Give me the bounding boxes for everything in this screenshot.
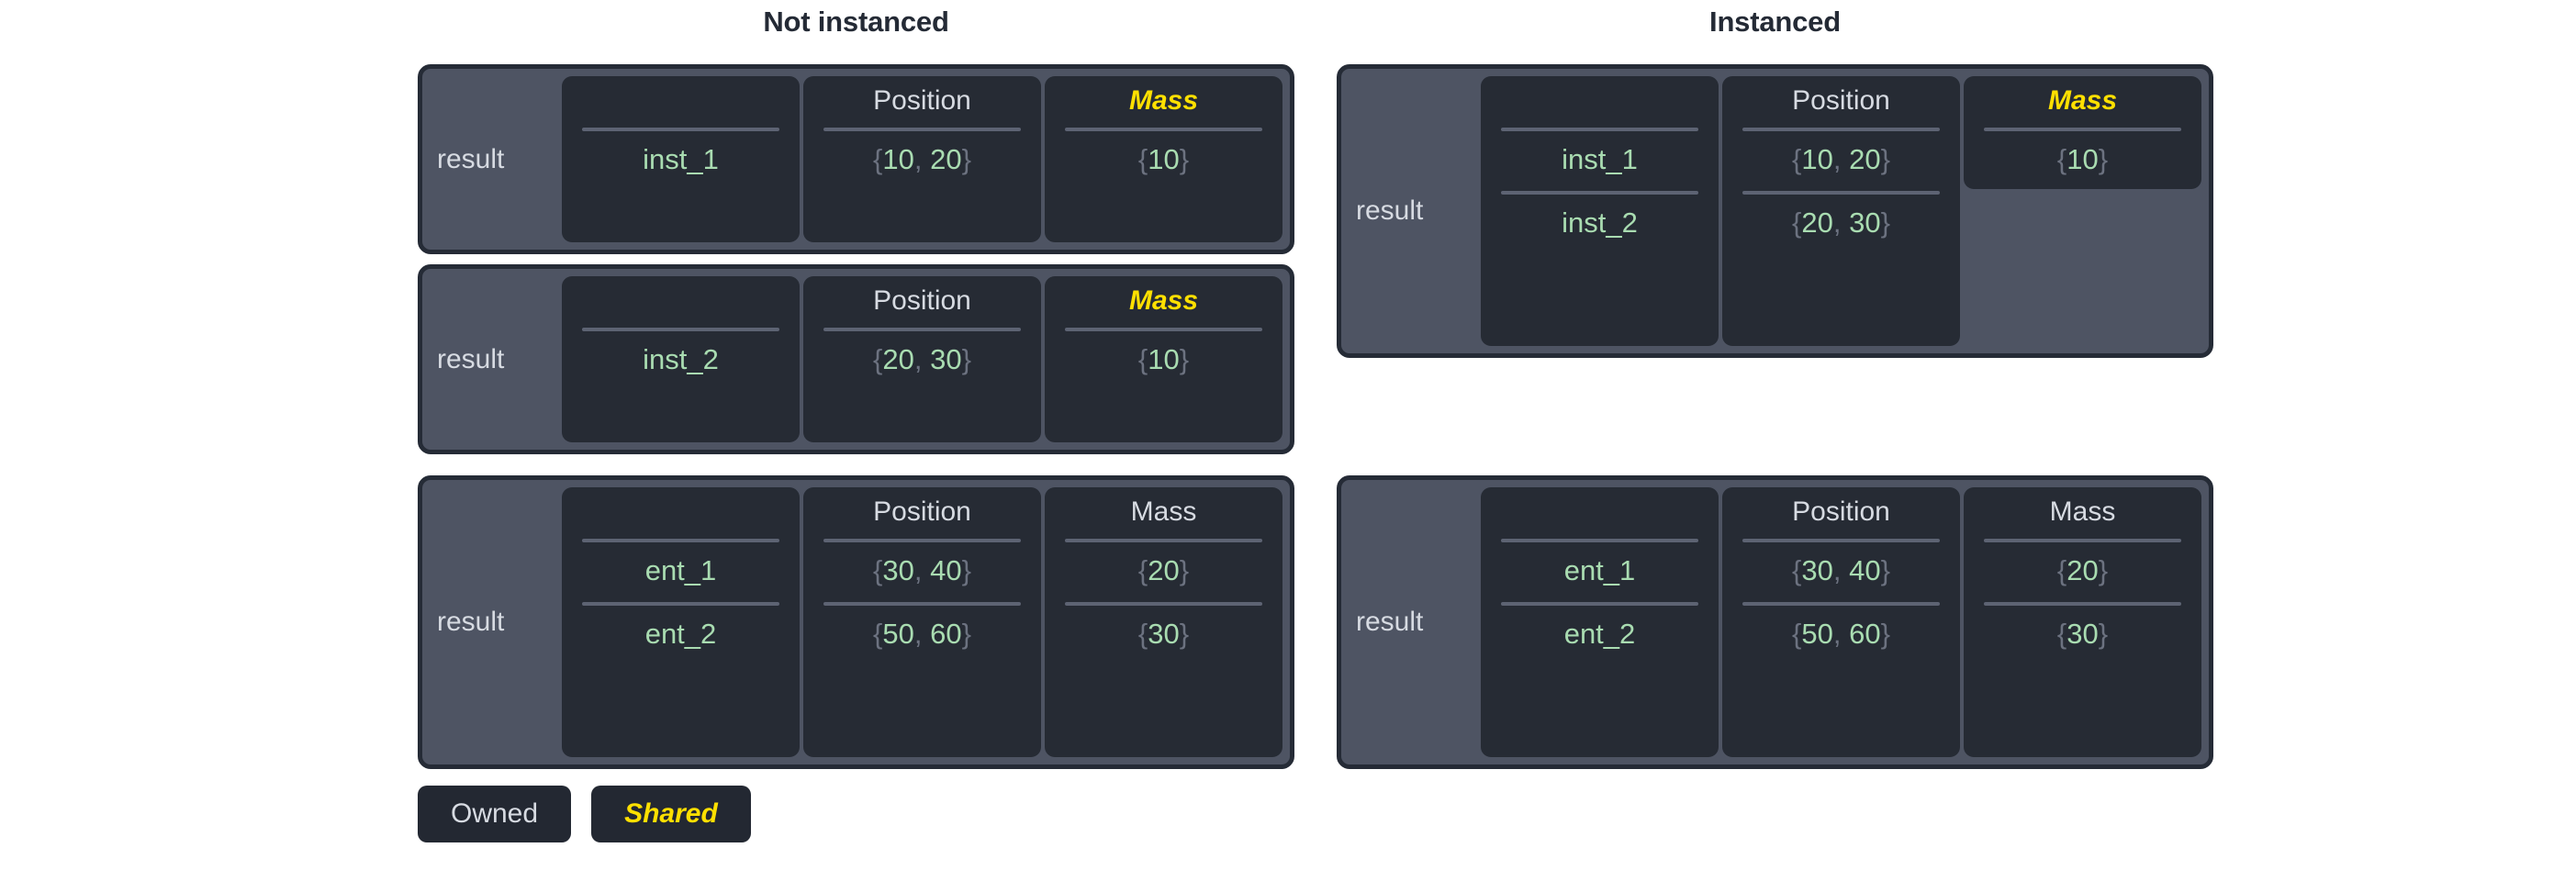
table-cell: inst_2 xyxy=(1562,206,1638,240)
divider xyxy=(1065,602,1262,607)
table-cell: {20} xyxy=(1137,554,1190,586)
divider xyxy=(1742,539,1940,542)
column-group: inst_1 Position {10, 20} Mass {10} xyxy=(562,76,1282,242)
divider xyxy=(1742,191,1940,195)
column-identifier: ent_1 ent_2 xyxy=(1481,487,1719,757)
column-header xyxy=(1481,493,1719,531)
divider xyxy=(582,128,779,131)
legend-chip-owned: Owned xyxy=(418,786,572,842)
divider xyxy=(1065,328,1262,331)
table-cell: {30, 40} xyxy=(873,554,971,586)
column-header: Mass xyxy=(1128,285,1199,316)
column-position: Position {10, 20} {20, 30} xyxy=(1722,76,1960,346)
divider xyxy=(1984,602,2181,607)
column-header: Position xyxy=(873,496,971,527)
table-cell: ent_2 xyxy=(644,618,717,651)
divider xyxy=(1742,602,1940,607)
table-cell: {10} xyxy=(1137,343,1190,375)
divider xyxy=(1742,128,1940,131)
column-group: ent_1 ent_2 Position {30, 40} {50, 60} Mass {2… xyxy=(1481,487,2201,757)
column-group: inst_1 inst_2 Position {10, 20} {20, 30} Mass… xyxy=(1481,76,2201,346)
table-cell: ent_2 xyxy=(1563,618,1636,651)
column-mass: Mass {20} {30} xyxy=(1045,487,1282,757)
column-header xyxy=(562,82,800,120)
column-group: inst_2 Position {20, 30} Mass {10} xyxy=(562,276,1282,442)
table-cell: {20, 30} xyxy=(873,343,971,375)
divider xyxy=(1501,191,1698,195)
divider xyxy=(823,328,1021,331)
table-cell: inst_2 xyxy=(643,343,719,375)
column-position: Position {10, 20} xyxy=(803,76,1041,242)
column-header: Mass xyxy=(2047,85,2118,116)
divider xyxy=(823,539,1021,542)
panel: result ent_1 ent_2 Position {30, 40} {50, 60… xyxy=(418,475,1294,769)
table-cell: {30} xyxy=(2056,618,2109,651)
divider xyxy=(582,539,779,542)
column-header: Mass xyxy=(1128,85,1199,116)
column-header: Position xyxy=(1792,85,1890,116)
column-group: ent_1 ent_2 Position {30, 40} {50, 60} Mass {2… xyxy=(562,487,1282,757)
table-cell: {10, 20} xyxy=(1792,143,1890,175)
legend: Owned Shared xyxy=(418,786,751,842)
legend-chip-shared: Shared xyxy=(591,786,751,842)
divider xyxy=(823,602,1021,607)
table-cell: {20, 30} xyxy=(1792,206,1890,240)
divider xyxy=(1984,539,2181,542)
column-position: Position {30, 40} {50, 60} xyxy=(1722,487,1960,757)
table-cell: {30, 40} xyxy=(1792,554,1890,586)
divider xyxy=(1065,539,1262,542)
column-header xyxy=(562,493,800,531)
panel: result inst_1 Position {10, 20} Mass {10} xyxy=(418,64,1294,254)
table-cell: ent_1 xyxy=(644,554,717,586)
table-cell: ent_1 xyxy=(1563,554,1636,586)
divider xyxy=(1501,602,1698,607)
column-header: Position xyxy=(873,285,971,316)
panel-owner-label: result xyxy=(437,343,505,374)
divider xyxy=(1065,128,1262,131)
heading-not-instanced: Not instanced xyxy=(763,6,949,38)
column-mass: Mass {10} xyxy=(1045,76,1282,242)
panel-owner-label: result xyxy=(437,607,505,637)
table-cell: inst_1 xyxy=(1562,143,1638,175)
column-identifier: inst_1 xyxy=(562,76,800,242)
divider xyxy=(1501,128,1698,131)
column-position: Position {20, 30} xyxy=(803,276,1041,442)
column-identifier: ent_1 ent_2 xyxy=(562,487,800,757)
divider xyxy=(582,602,779,607)
panel-owner-label: result xyxy=(437,143,505,174)
panel: result inst_2 Position {20, 30} Mass {10} xyxy=(418,264,1294,454)
column-identifier: inst_2 xyxy=(562,276,800,442)
divider xyxy=(582,328,779,331)
heading-instanced: Instanced xyxy=(1709,6,1841,38)
column-header: Mass xyxy=(1130,496,1197,527)
column-header xyxy=(1481,82,1719,120)
column-header: Mass xyxy=(2049,496,2116,527)
column-header: Position xyxy=(873,85,971,116)
column-mass: Mass {20} {30} xyxy=(1964,487,2201,757)
table-cell: inst_1 xyxy=(643,143,719,175)
table-cell: {30} xyxy=(1137,618,1190,651)
table-cell: {50, 60} xyxy=(873,618,971,651)
table-cell: {10} xyxy=(2056,143,2109,175)
table-cell: {10} xyxy=(1137,143,1190,175)
panel-owner-label: result xyxy=(1356,195,1424,226)
column-mass: Mass {10} xyxy=(1964,76,2201,190)
panel-owner-label: result xyxy=(1356,607,1424,637)
divider xyxy=(823,128,1021,131)
divider xyxy=(1501,539,1698,542)
panel: result ent_1 ent_2 Position {30, 40} {50, 60… xyxy=(1337,475,2213,769)
column-position: Position {30, 40} {50, 60} xyxy=(803,487,1041,757)
table-cell: {10, 20} xyxy=(873,143,971,175)
table-cell: {50, 60} xyxy=(1792,618,1890,651)
column-mass: Mass {10} xyxy=(1045,276,1282,442)
column-identifier: inst_1 inst_2 xyxy=(1481,76,1719,346)
column-header xyxy=(562,282,800,320)
table-cell: {20} xyxy=(2056,554,2109,586)
divider xyxy=(1984,128,2181,131)
panel: result inst_1 inst_2 Position {10, 20} {20, … xyxy=(1337,64,2213,358)
column-header: Position xyxy=(1792,496,1890,527)
